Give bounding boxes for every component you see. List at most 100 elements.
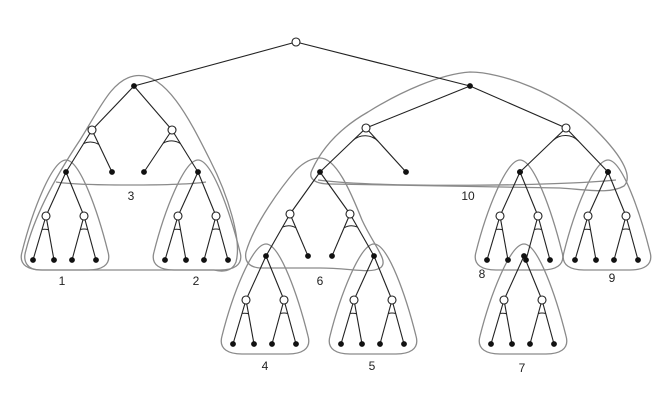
and-arc-2 <box>162 140 181 145</box>
region-outline-2 <box>152 159 242 271</box>
region-outline-7 <box>478 243 568 355</box>
region-outline-1 <box>20 159 110 271</box>
or-node-11 <box>93 257 99 263</box>
region-outline-10 <box>310 71 628 192</box>
edge-3 <box>91 85 135 131</box>
edge-31 <box>331 213 351 257</box>
and-arc-1 <box>83 141 100 145</box>
region-label-1: 1 <box>59 274 66 288</box>
or-node-44 <box>505 257 511 263</box>
and-node-48 <box>499 295 509 305</box>
edge-17 <box>164 215 179 261</box>
region-label-2: 2 <box>193 274 200 288</box>
or-node-58 <box>593 257 599 263</box>
edge-58 <box>607 171 627 217</box>
and-node-4 <box>167 125 177 135</box>
and-node-25 <box>345 209 355 219</box>
region-label-3: 3 <box>128 189 135 203</box>
or-node-8 <box>30 257 36 263</box>
edge-8 <box>171 129 199 173</box>
edge-10 <box>65 171 85 217</box>
and-node-42 <box>533 211 543 221</box>
region-label-9: 9 <box>609 271 616 285</box>
edge-35 <box>232 299 247 345</box>
and-node-14 <box>211 211 221 221</box>
edge-14 <box>83 215 97 261</box>
region-label-4: 4 <box>262 359 269 373</box>
edge-25 <box>519 127 567 173</box>
and-arc-13 <box>349 312 357 315</box>
edge-13 <box>71 215 85 261</box>
and-node-35 <box>387 295 397 305</box>
edge-7 <box>143 129 173 173</box>
and-arc-5 <box>173 228 181 231</box>
edge-55 <box>529 299 543 345</box>
edge-48 <box>499 215 509 261</box>
region-labels: 1 2 3 4 5 6 7 8 9 10 <box>59 189 616 375</box>
tree-nodes <box>30 37 641 347</box>
edge-4 <box>133 85 173 131</box>
and-arc-3 <box>41 228 49 231</box>
and-arc-10 <box>343 225 358 229</box>
or-node-53 <box>551 341 557 347</box>
or-node-39 <box>401 341 407 347</box>
edge-47 <box>486 215 501 261</box>
or-node-29 <box>230 341 236 347</box>
edge-1 <box>133 41 297 87</box>
and-node-24 <box>285 209 295 219</box>
edge-11 <box>32 215 47 261</box>
region-outline-6 <box>244 157 384 272</box>
and-node-66 <box>291 37 301 47</box>
edge-42 <box>353 299 363 345</box>
edge-62 <box>625 215 639 261</box>
region-label-5: 5 <box>369 359 376 373</box>
edge-5 <box>65 129 93 173</box>
region-band-3 <box>55 181 207 186</box>
or-node-18 <box>225 257 231 263</box>
edge-59 <box>574 215 589 261</box>
edge-52 <box>523 255 543 301</box>
edge-26 <box>565 127 609 173</box>
and-node-41 <box>495 211 505 221</box>
edge-23 <box>319 127 367 173</box>
edge-44 <box>391 299 405 345</box>
or-node-5 <box>63 169 69 175</box>
or-node-37 <box>359 341 365 347</box>
edge-38 <box>283 299 297 345</box>
edge-60 <box>587 215 597 261</box>
edge-24 <box>365 127 407 173</box>
edge-21 <box>365 85 471 129</box>
edge-61 <box>613 215 627 261</box>
or-node-64 <box>131 83 137 89</box>
or-node-38 <box>377 341 383 347</box>
and-node-56 <box>621 211 631 221</box>
edge-29 <box>265 213 291 257</box>
or-node-36 <box>338 341 344 347</box>
or-node-16 <box>183 257 189 263</box>
and-arc-11 <box>241 312 249 315</box>
region-outline-3 <box>24 74 239 272</box>
or-node-12 <box>195 169 201 175</box>
or-node-15 <box>162 257 168 263</box>
edge-22 <box>469 85 567 129</box>
or-node-59 <box>611 257 617 263</box>
edge-54 <box>503 299 513 345</box>
edge-37 <box>271 299 285 345</box>
and-node-20 <box>361 123 371 133</box>
cluster-regions <box>20 71 652 355</box>
or-node-31 <box>269 341 275 347</box>
or-node-10 <box>69 257 75 263</box>
or-node-23 <box>329 253 335 259</box>
edge-33 <box>245 255 267 301</box>
and-node-55 <box>583 211 593 221</box>
edge-51 <box>503 255 525 301</box>
edge-53 <box>490 299 505 345</box>
edge-36 <box>245 299 255 345</box>
region-outline-4 <box>220 243 310 355</box>
edge-50 <box>537 215 551 261</box>
edge-32 <box>349 213 375 257</box>
edge-20 <box>215 215 229 261</box>
region-label-10: 10 <box>461 189 475 203</box>
edge-56 <box>541 299 555 345</box>
